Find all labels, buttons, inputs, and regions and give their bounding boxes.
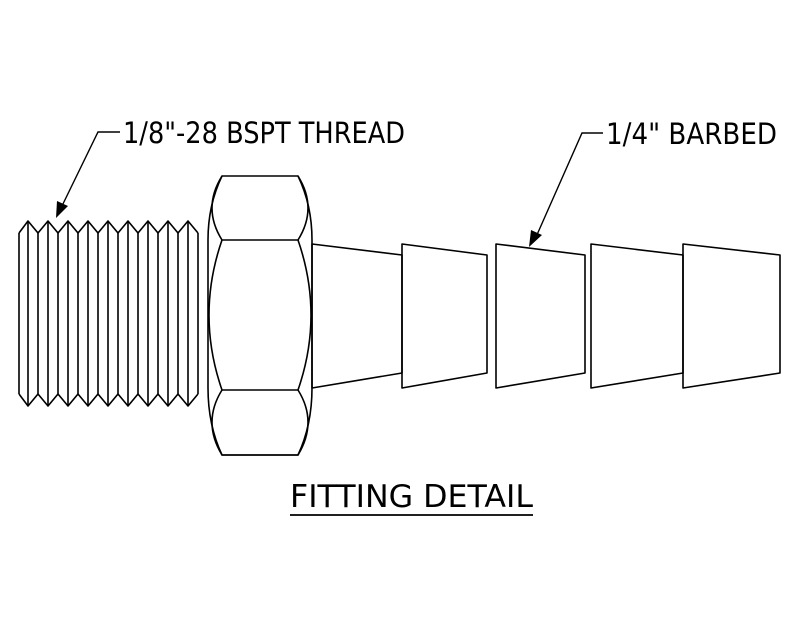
thread-leader-arrowhead [56,201,68,218]
thread-root-lines [37,233,179,394]
barb-1 [401,243,488,389]
hex-bottom-flat [211,389,309,456]
thread-leader-line [60,131,120,209]
threaded-section [18,220,199,407]
thread-callout-label: 1/8"-28 BSPT THREAD [123,116,405,150]
thread-crest-lines [27,221,189,406]
barb-callout-label: 1/4" BARBED [606,117,777,151]
drawing-title-text: FITTING DETAIL [290,479,534,515]
hex-middle-flat [208,239,312,391]
barbed-section [311,243,781,389]
drawing-title: FITTING DETAIL [290,479,534,516]
thread-callout: 1/8"-28 BSPT THREAD [56,116,405,218]
barb-4 [682,243,781,389]
hex-nut [207,175,313,456]
barb-2 [495,243,586,389]
barb-leader-arrowhead [529,230,542,247]
barb-leader-line [535,132,603,238]
hex-top-flat [211,175,309,241]
barb-callout: 1/4" BARBED [529,117,777,247]
